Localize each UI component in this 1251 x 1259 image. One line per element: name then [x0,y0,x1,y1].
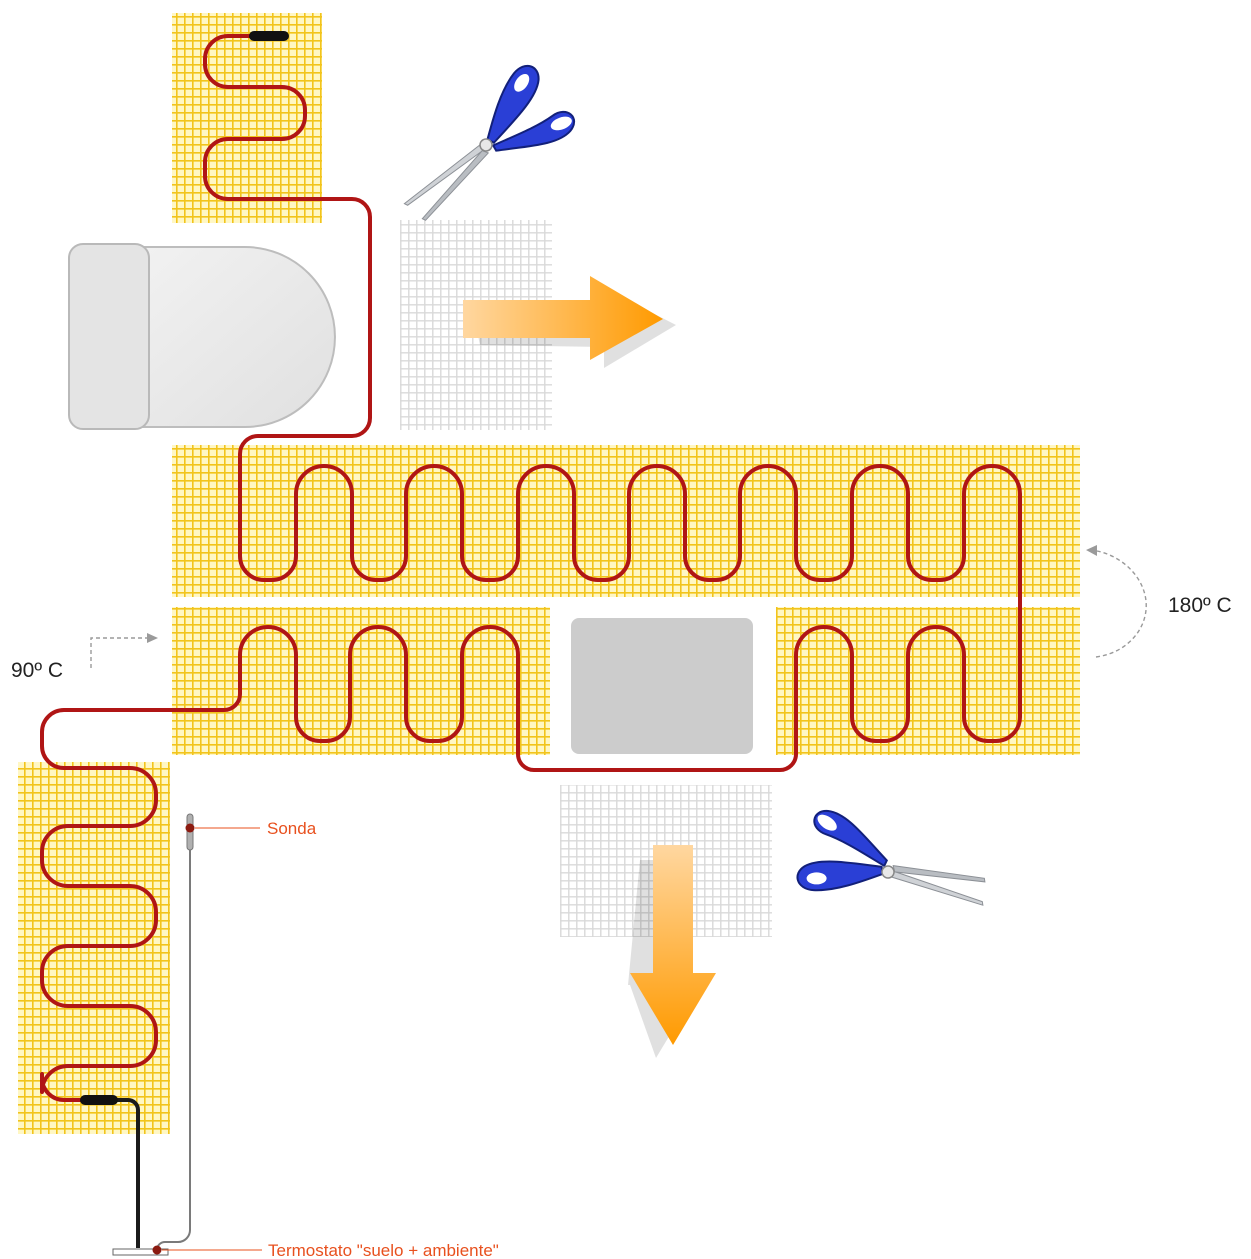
mesh-mat-lower-left [172,607,550,755]
thermostat-base [112,1248,169,1256]
mesh-mat-top [172,13,322,223]
probe-marker-dot [185,823,195,833]
cable-end-splice [249,31,289,41]
scissors-icon-top [403,64,576,221]
probe-label: Sonda [267,819,317,838]
angle-90-label: 90º C [11,659,63,682]
rotate-90-indicator [90,633,158,668]
heating-cable [40,34,1022,1102]
cold-lead [98,1098,140,1248]
mesh-mat-upper-strip [172,445,1080,597]
rotate-180-indicator [1086,545,1147,658]
floor-obstacle [571,618,753,754]
arrow-right-icon [463,276,676,368]
cold-lead-splice [80,1095,118,1105]
mesh-mat-lower-right [776,607,1080,755]
toilet-shape [68,243,336,430]
thermostat-marker-dot [152,1245,162,1255]
angle-180-label: 180º C [1168,594,1232,617]
scissors-icon-bottom [796,809,986,906]
arrow-down-icon [628,845,716,1058]
thermostat-label: Termostato "suelo + ambiente" [268,1241,499,1259]
